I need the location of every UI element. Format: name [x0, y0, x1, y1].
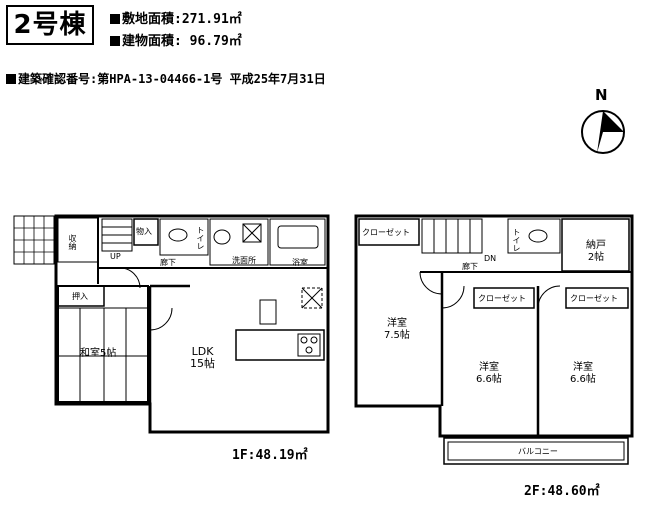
closet-c-2f: クローゼット	[570, 294, 618, 303]
room-toilet-2f: トイレ	[512, 228, 521, 252]
permit-number: 建築確認番号:第HPA-13-04466-1号 平成25年7月31日	[18, 72, 326, 86]
room-storeroom: 納戸 2帖	[586, 240, 606, 263]
floor1-area: 1F:48.19㎡	[232, 448, 308, 463]
room-western-c: 洋室 6.6帖	[570, 362, 596, 385]
north-compass-icon: N	[579, 86, 631, 156]
site-area: 敷地面積:271.91㎡	[122, 12, 242, 27]
permit-line: 建築確認番号:第HPA-13-04466-1号 平成25年7月31日	[6, 70, 326, 87]
shelf-1f: 収納	[68, 234, 77, 250]
hall-1f: 廊下	[160, 258, 176, 267]
site-area-line: 敷地面積:271.91㎡	[110, 8, 242, 27]
building-number: 2号棟	[6, 5, 94, 45]
room-western-b: 洋室 6.6帖	[476, 362, 502, 385]
room-bath: 浴室	[292, 258, 308, 267]
stairs-up: UP	[110, 252, 121, 261]
building-area-line: 建物面積: 96.79㎡	[110, 30, 242, 49]
room-western-a: 洋室 7.5帖	[384, 318, 410, 341]
room-storage: 物入	[136, 227, 152, 236]
bullet-square-icon	[110, 14, 120, 24]
room-ldk: LDK 15帖	[190, 345, 215, 370]
balcony: バルコニー	[518, 447, 558, 456]
building-area: 建物面積: 96.79㎡	[122, 34, 242, 49]
room-closet-1f: 押入	[72, 292, 88, 301]
bullet-square-icon	[110, 36, 120, 46]
compass-label: N	[595, 86, 608, 104]
closet-b-2f: クローゼット	[478, 294, 526, 303]
floor2-area: 2F:48.60㎡	[524, 484, 600, 499]
stairs-dn: DN	[484, 254, 497, 263]
room-washroom: 洗面所	[232, 256, 256, 265]
room-toilet-1f: トイレ	[196, 226, 205, 250]
room-japanese: 和室5帖	[80, 348, 117, 359]
bullet-square-icon	[6, 74, 16, 84]
hall-2f: 廊下	[462, 262, 478, 271]
closet-a-2f: クローゼット	[362, 228, 410, 237]
